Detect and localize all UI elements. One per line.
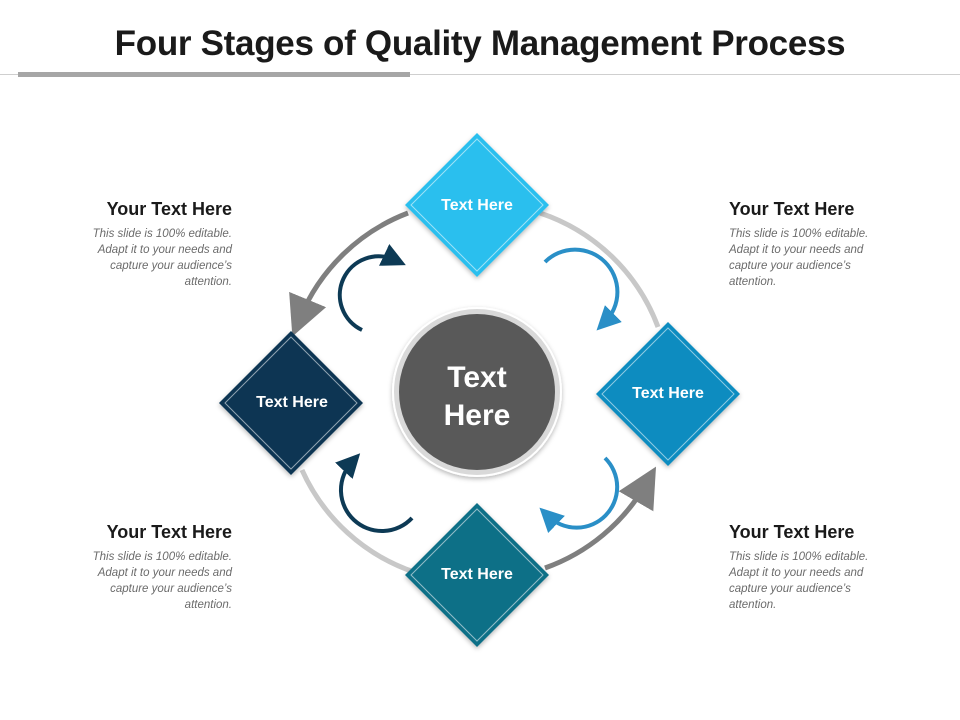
stage-diamond-top [405, 133, 549, 277]
stage-diamond-right-shape [596, 322, 740, 466]
text-block-bottom-right: Your Text Here This slide is 100% editab… [729, 522, 889, 613]
text-block-top-right: Your Text Here This slide is 100% editab… [729, 199, 889, 290]
stage-diamond-bottom [405, 503, 549, 647]
stage-diamond-left-shape [219, 331, 363, 475]
center-label-line2: Here [443, 399, 511, 432]
stage-diamond-bottom-shape [405, 503, 549, 647]
ring-arc-bottom-left [299, 468, 415, 575]
inner-arrow-bottom-right [539, 456, 620, 533]
inner-arrow-top-right [543, 247, 622, 331]
text-block-body: This slide is 100% editable. Adapt it to… [729, 228, 869, 288]
stage-diamond-left [219, 331, 363, 475]
title-rule-accent [18, 72, 410, 77]
inner-arrow-top-left [337, 244, 406, 332]
text-block-top-left: Your Text Here This slide is 100% editab… [72, 199, 232, 290]
stage-label-right: Text Here [632, 385, 704, 402]
stage-diamond-right [596, 322, 740, 466]
stage-label-top: Text Here [441, 197, 513, 214]
text-block-heading: Your Text Here [106, 199, 232, 219]
ring-arrow-top-left [289, 210, 409, 337]
slide-title: Four Stages of Quality Management Proces… [114, 24, 846, 63]
inner-arrow-bottom-left [335, 453, 414, 533]
ring-arc-top-right [539, 210, 661, 328]
center-label: Text Here [407, 359, 547, 435]
text-block-body: This slide is 100% editable. Adapt it to… [92, 551, 232, 611]
text-block-body: This slide is 100% editable. Adapt it to… [92, 228, 232, 288]
stage-label-bottom: Text Here [441, 566, 513, 583]
stage-diamond-top-shape [405, 133, 549, 277]
center-circle [399, 314, 555, 470]
ring-arrow-bottom-right [544, 466, 657, 571]
center-label-line1: Text [447, 361, 507, 394]
title-rule [0, 74, 960, 75]
text-block-heading: Your Text Here [729, 199, 855, 219]
text-block-heading: Your Text Here [729, 522, 855, 542]
text-block-bottom-left: Your Text Here This slide is 100% editab… [72, 522, 232, 613]
text-block-heading: Your Text Here [106, 522, 232, 542]
stage-label-left: Text Here [256, 394, 328, 411]
text-block-body: This slide is 100% editable. Adapt it to… [729, 551, 869, 611]
